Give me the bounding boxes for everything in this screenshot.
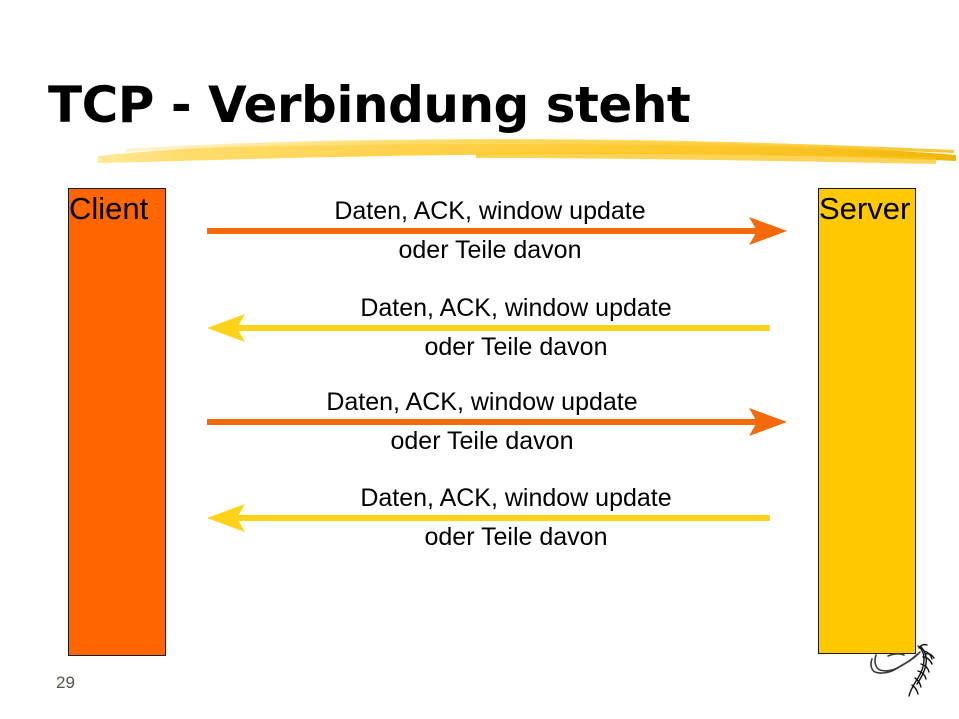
message-line-1: Daten, ACK, window update bbox=[334, 197, 646, 225]
server-label: Server bbox=[819, 191, 911, 226]
message-row: Daten, ACK, window update oder Teile dav… bbox=[0, 192, 959, 278]
message-line-2: oder Teile davon bbox=[424, 523, 608, 551]
message-row: Daten, ACK, window update oder Teile dav… bbox=[0, 383, 959, 469]
client-lifeline-box bbox=[68, 188, 166, 656]
brush-stroke-decoration bbox=[98, 139, 956, 164]
message-row: Daten, ACK, window update oder Teile dav… bbox=[0, 479, 959, 565]
message-label: Daten, ACK, window update oder Teile dav… bbox=[258, 479, 774, 557]
message-line-2: oder Teile davon bbox=[398, 236, 582, 264]
page-title: TCP - Verbindung steht bbox=[48, 76, 691, 134]
message-line-2: oder Teile davon bbox=[424, 333, 608, 361]
page-number: 29 bbox=[56, 673, 75, 692]
message-label: Daten, ACK, window update oder Teile dav… bbox=[224, 383, 740, 461]
message-line-1: Daten, ACK, window update bbox=[360, 484, 672, 512]
message-line-1: Daten, ACK, window update bbox=[326, 388, 638, 416]
server-lifeline-box bbox=[818, 188, 916, 654]
message-label: Daten, ACK, window update oder Teile dav… bbox=[232, 192, 748, 270]
message-row: Daten, ACK, window update oder Teile dav… bbox=[0, 289, 959, 375]
message-line-1: Daten, ACK, window update bbox=[360, 294, 672, 322]
client-label: Client bbox=[69, 191, 149, 226]
message-line-2: oder Teile davon bbox=[390, 427, 574, 455]
message-label: Daten, ACK, window update oder Teile dav… bbox=[258, 289, 774, 367]
